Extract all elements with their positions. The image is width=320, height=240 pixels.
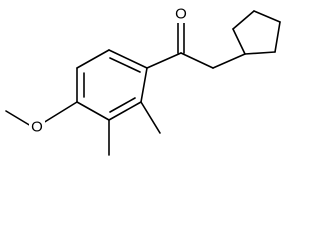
methoxy-oxygen: O xyxy=(29,118,45,136)
carbonyl-double-bond xyxy=(177,21,185,54)
carbonyl-oxygen: O xyxy=(173,5,189,23)
chemical-structure-diagram: O O xyxy=(5,5,281,156)
carbonyl-oxygen-label: O xyxy=(175,6,187,23)
cyclopentyl-ring xyxy=(232,10,281,55)
cyclopentyl-bond xyxy=(232,28,246,55)
cyclopentyl-bond xyxy=(232,10,255,30)
ring-inner-double-bond xyxy=(109,97,136,113)
ring-bond xyxy=(76,101,110,121)
cyclopentyl-bond xyxy=(244,51,276,55)
methoxy-methyl-bond xyxy=(5,110,32,127)
carbonyl-to-ring-bond xyxy=(146,52,182,69)
benzene-ring xyxy=(76,49,148,121)
cyclopentyl-bond xyxy=(253,10,281,23)
methoxy-o-bond xyxy=(42,101,78,124)
ring-bond xyxy=(108,101,142,121)
cyclopentyl-bond xyxy=(274,21,281,53)
ring-inner-double-bond xyxy=(109,57,141,73)
carbonyl-to-ch2-bond xyxy=(180,52,214,69)
methyl-2-bond xyxy=(140,101,161,134)
methoxy-oxygen-label: O xyxy=(31,119,43,136)
ring-bond xyxy=(76,49,110,69)
ring-bond xyxy=(108,49,148,69)
ring-bond xyxy=(140,67,148,103)
ch2-to-cyclopentyl-bond xyxy=(212,53,246,69)
